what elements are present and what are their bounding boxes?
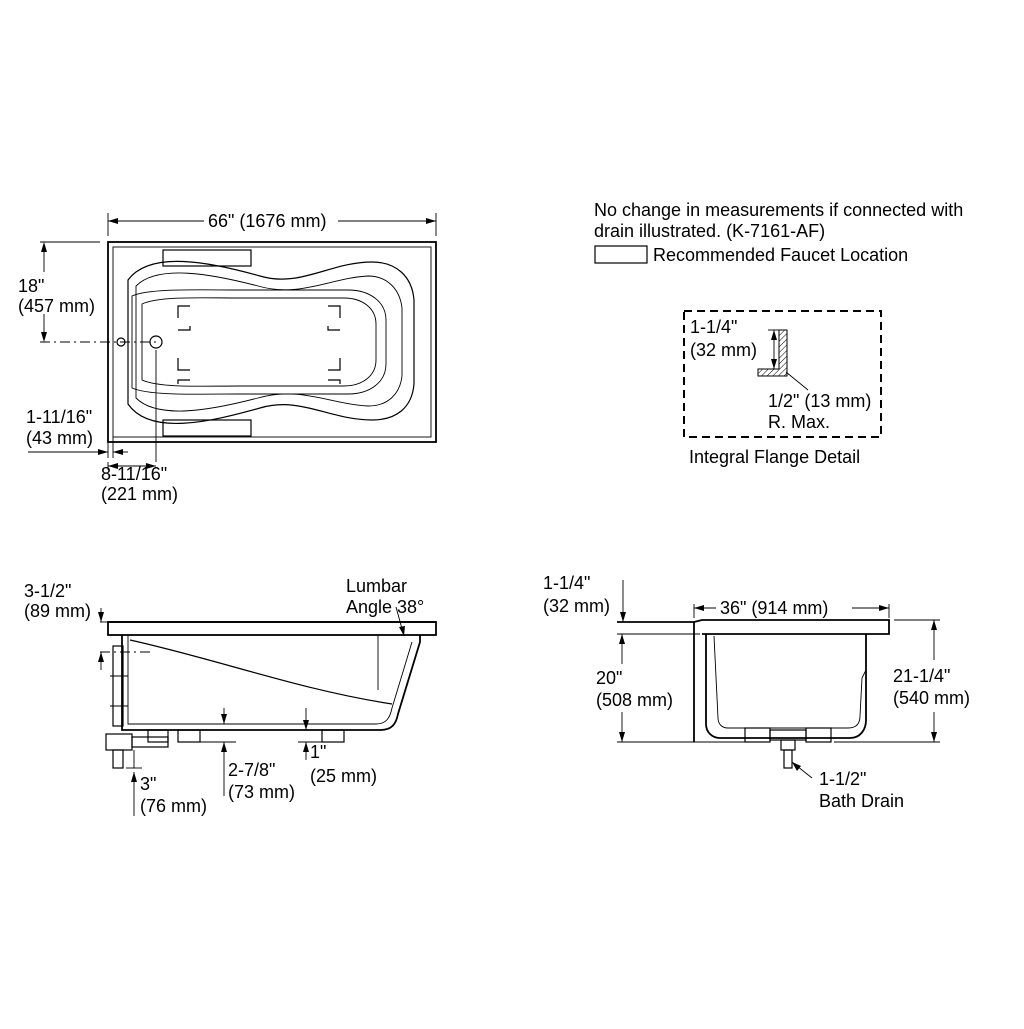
drain-tee [105,733,133,751]
flange-height-in: 1-1/4" [690,317,737,337]
side-bottom-in: 3" [140,774,156,794]
bath-drain-pipe [783,749,793,769]
jet-icon [177,305,191,331]
jet-icon [327,305,341,331]
end-rim [617,619,890,635]
note-line-2: drain illustrated. (K-7161-AF) [594,221,825,241]
side-gap-mm: (25 mm) [310,766,377,786]
flange-caption: Integral Flange Detail [689,447,860,467]
lumbar-label-line2: Angle 38° [346,597,424,617]
notes-block: No change in measurements if connected w… [594,200,963,265]
side-view: 3-1/2" (89 mm) Lumbar Angle 38° 3" (76 m… [24,576,437,816]
end-overall-in: 21-1/4" [893,666,950,686]
plan-rim-mm: (43 mm) [26,428,93,448]
flange-height-mm: (32 mm) [690,340,757,360]
lumbar-line [129,639,393,705]
side-foot [177,729,201,743]
plan-drain-in: 8-11/16" [101,464,167,484]
side-foot-mm: (73 mm) [228,782,295,802]
side-gap-in: 1" [310,742,326,762]
end-foot [744,727,771,743]
overflow-pipe [112,645,124,727]
faucet-location-top [162,249,252,267]
plan-offset-mm: (457 mm) [18,296,95,316]
side-top-in: 3-1/2" [24,581,71,601]
plan-tub-outline [107,241,437,443]
end-foot [805,727,832,743]
end-overall-mm: (540 mm) [893,688,970,708]
side-bottom-mm: (76 mm) [140,796,207,816]
plan-drain-mm: (221 mm) [101,484,178,504]
faucet-legend-swatch [594,245,648,264]
side-foot-in: 2-7/8" [228,760,275,780]
end-width-label: 36" (914 mm) [720,598,828,618]
flange-radius-line1: 1/2" (13 mm) [768,391,871,411]
plan-view: 66" (1676 mm) 18" (457 mm) [18,211,437,504]
end-height-in: 20" [596,668,622,688]
end-flange-in: 1-1/4" [543,573,590,593]
plan-length-label: 66" (1676 mm) [208,211,326,231]
end-height-mm: (508 mm) [596,690,673,710]
note-line-1: No change in measurements if connected w… [594,200,963,220]
plan-basin-outer [127,260,415,425]
lumbar-label-line1: Lumbar [346,576,407,596]
side-tub-body [121,635,421,731]
flange-detail-frame [683,310,882,438]
side-top-mm: (89 mm) [24,601,91,621]
end-view: 1-1/4" (32 mm) 36" (914 mm) 20" (508 mm)… [543,573,970,811]
end-tub-body [705,634,867,739]
side-foot [321,729,345,743]
jet-icon [177,358,190,384]
end-flange-mm: (32 mm) [543,596,610,616]
flange-radius-line2: R. Max. [768,412,830,432]
plan-rim-in: 1-11/16" [26,407,92,427]
flange-detail: 1-1/4" (32 mm) 1/2" (13 mm) R. Max. Inte… [683,310,882,467]
side-rim [107,621,437,636]
faucet-legend-label: Recommended Faucet Location [653,245,908,265]
faucet-location-bottom [162,419,252,437]
bath-drain-line1: 1-1/2" [819,769,866,789]
jet-icon [328,358,341,384]
flange-section [757,329,788,377]
bath-drain-line2: Bath Drain [819,791,904,811]
plan-offset-in: 18" [18,276,44,296]
